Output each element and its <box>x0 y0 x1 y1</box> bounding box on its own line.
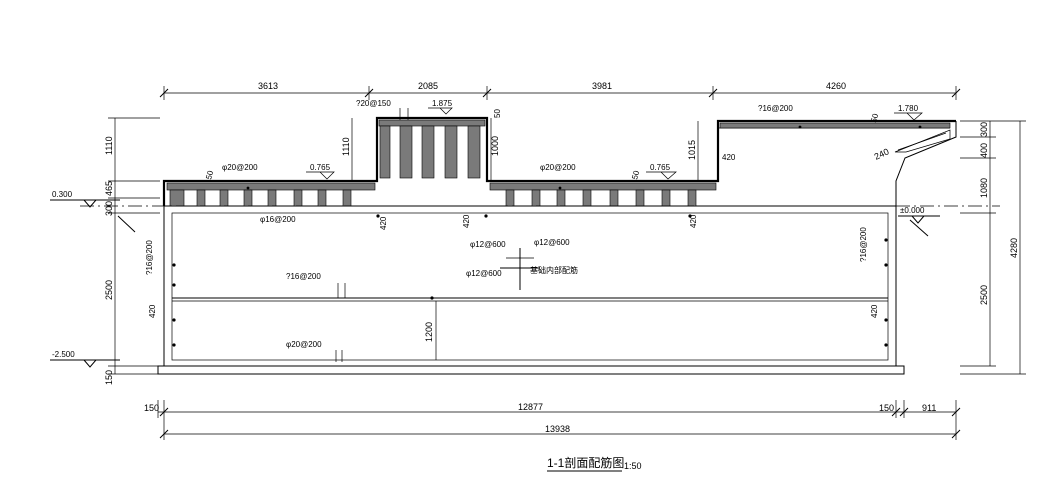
dim-right-1: 300 <box>979 122 989 137</box>
label-top-mid-value: 1.875 <box>432 99 453 108</box>
dim-right-4: 2500 <box>979 285 989 305</box>
level-right: ±0.000 <box>900 206 925 215</box>
dim-inner-50-a: 50 <box>493 109 502 118</box>
label-roof-right-value: 1.780 <box>898 104 919 113</box>
dim-left-2: 465 <box>104 181 114 196</box>
label-base: φ20@200 <box>286 340 322 349</box>
label-fnd-2: φ12@600 <box>534 238 570 247</box>
rebar-labels: ?20@150 1.875 φ20@200 0.765 φ20@200 0.76… <box>145 99 923 362</box>
top-slab-outline <box>162 116 956 206</box>
top-dimension-chain: 3613 2085 3981 4260 <box>159 81 961 100</box>
dim-inner-420-c: 420 <box>689 214 698 228</box>
inner-dimensions: 1110 1000 1015 50 50 50 50 420 420 420 4… <box>148 109 890 360</box>
dim-inner-240: 240 <box>873 146 891 161</box>
dim-top-1: 3613 <box>258 81 278 91</box>
dim-right-3: 1080 <box>979 178 989 198</box>
title-main: 1-1剖面配筋图 <box>547 455 624 470</box>
left-dimension-chain: 1110 465 300 2500 150 <box>104 117 160 385</box>
dim-inner-50-d: 50 <box>869 112 880 123</box>
right-dimension-chain: 300 400 1080 2500 4280 <box>960 120 1026 375</box>
level-left-top: 0.300 <box>52 190 73 199</box>
dim-inner-420-b: 420 <box>462 214 471 228</box>
label-slab-right-value: 0.765 <box>650 163 671 172</box>
label-fnd-note: 基础内部配筋 <box>530 265 578 275</box>
title-scale: 1:50 <box>624 461 642 471</box>
dim-left-1: 1110 <box>104 136 114 155</box>
dim-bottom-3: 150 <box>879 403 894 413</box>
label-wall-left: ?16@200 <box>145 240 154 275</box>
dim-inner-50-b: 50 <box>204 169 215 180</box>
label-slab-left-value: 0.765 <box>310 163 331 172</box>
label-slab-bottom-left: φ16@200 <box>260 215 296 224</box>
dim-right-2: 400 <box>979 143 989 158</box>
dim-inner-1015: 1015 <box>687 140 697 160</box>
label-fnd-1: φ12@600 <box>470 240 506 249</box>
dim-bottom-2: 12877 <box>518 402 543 412</box>
axis-lines: 0.300 -2.500 ±0.000 <box>50 190 1000 368</box>
dim-top-2: 2085 <box>418 81 438 91</box>
dim-left-5: 150 <box>104 370 114 385</box>
dim-inner-1200: 1200 <box>424 322 434 342</box>
dim-bottom-1: 150 <box>144 403 159 413</box>
dim-inner-420-e: 420 <box>870 304 879 318</box>
dim-inner-420-f: 420 <box>722 153 736 162</box>
foundation-callout: φ12@600 φ12@600 φ12@600 基础内部配筋 <box>466 238 578 290</box>
hatch-wing <box>894 129 951 153</box>
main-box <box>163 205 897 367</box>
dim-inner-420-a: 420 <box>379 216 388 230</box>
dim-bottom-4: 911 <box>922 403 936 413</box>
dim-left-3: 300 <box>104 201 114 216</box>
level-left-bottom: -2.500 <box>52 350 75 359</box>
label-wall-right: ?16@200 <box>859 227 868 262</box>
dim-right-total: 4280 <box>1009 238 1019 258</box>
base-slab <box>157 365 905 375</box>
drawing-title: 1-1剖面配筋图 1:50 <box>547 455 642 472</box>
label-mid-beam: ?16@200 <box>286 272 321 281</box>
label-fnd-3: φ12@600 <box>466 269 502 278</box>
concrete-blocks <box>166 119 951 207</box>
rebar-dots <box>172 125 922 347</box>
dim-left-4: 2500 <box>104 280 114 300</box>
dim-inner-1000: 1000 <box>490 136 500 156</box>
dim-top-3: 3981 <box>592 81 612 91</box>
dim-inner-420-d: 420 <box>148 304 157 318</box>
dim-inner-1110: 1110 <box>341 137 351 156</box>
label-top-left: ?20@150 <box>356 99 391 108</box>
label-slab-left: φ20@200 <box>222 163 258 172</box>
label-roof-right: ?16@200 <box>758 104 793 113</box>
dim-top-4: 4260 <box>826 81 846 91</box>
label-slab-right: φ20@200 <box>540 163 576 172</box>
bottom-dimension-chain: 150 12877 150 911 13938 <box>144 400 961 440</box>
dim-bottom-total: 13938 <box>545 424 570 434</box>
dim-inner-50-c: 50 <box>630 169 641 180</box>
